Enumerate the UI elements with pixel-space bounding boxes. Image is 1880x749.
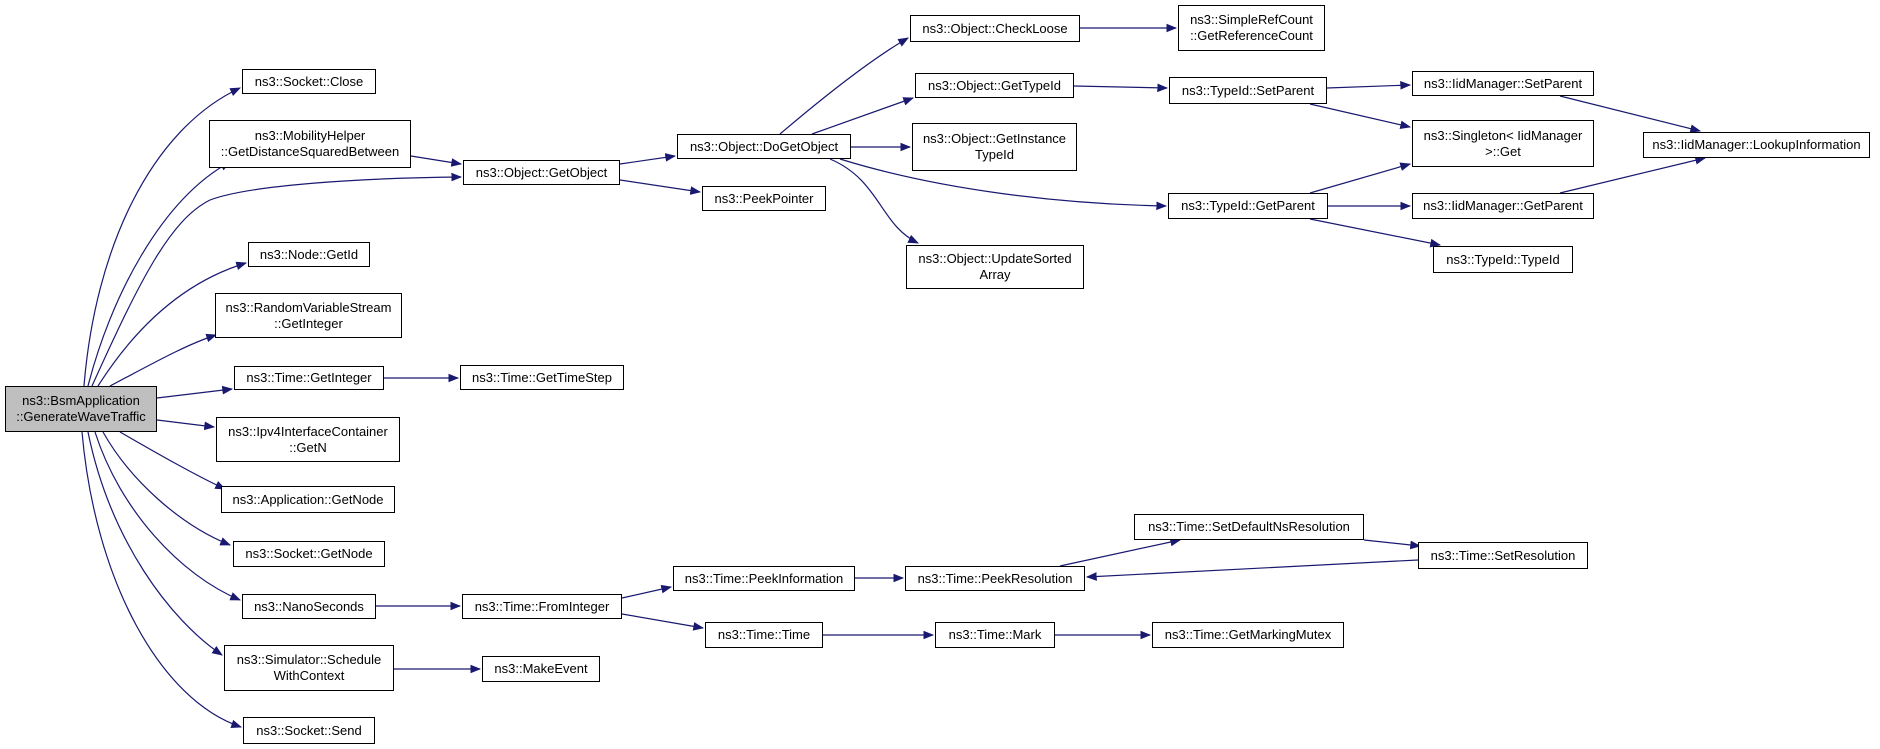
- edge-root-socket-send: [81, 431, 243, 729]
- edge-get-type-id-type-id-set-parent: [1073, 83, 1169, 93]
- node-time-get-marking-mutex[interactable]: ns3::Time::GetMarkingMutex: [1152, 622, 1344, 648]
- edge-mobility-get-object: [410, 155, 463, 167]
- edge-type-id-get-parent-type-id-type-id: [1309, 218, 1442, 248]
- node-singleton-iid-manager-get[interactable]: ns3::Singleton< IidManager>::Get: [1412, 120, 1594, 167]
- node-nano-seconds[interactable]: ns3::NanoSeconds: [242, 594, 376, 619]
- node-socket-send[interactable]: ns3::Socket::Send: [243, 717, 375, 744]
- node-ipv4-interface-container-get-n[interactable]: ns3::Ipv4InterfaceContainer::GetN: [216, 417, 400, 462]
- node-iid-manager-get-parent[interactable]: ns3::IidManager::GetParent: [1412, 193, 1594, 219]
- edge-type-id-set-parent-singleton-get: [1309, 103, 1412, 130]
- node-time-from-integer[interactable]: ns3::Time::FromInteger: [462, 594, 622, 619]
- edge-set-default-ns-set-resolution: [1363, 539, 1422, 550]
- edge-root-app-get-node: [119, 431, 226, 490]
- node-time-get-integer[interactable]: ns3::Time::GetInteger: [234, 366, 384, 390]
- node-time-time[interactable]: ns3::Time::Time: [705, 622, 823, 648]
- edge-set-resolution-peek-resolution: [1085, 559, 1419, 581]
- node-object-check-loose[interactable]: ns3::Object::CheckLoose: [910, 15, 1080, 42]
- edge-root-socket-get-node: [102, 431, 232, 546]
- edge-root-node-get-id: [97, 261, 248, 387]
- edge-from-integer-peek-information: [621, 584, 673, 599]
- edge-root-ipv4-get-n: [156, 419, 216, 431]
- node-random-variable-stream-get-integer[interactable]: ns3::RandomVariableStream::GetInteger: [215, 293, 402, 338]
- edge-do-get-object-update-sorted-array: [829, 158, 919, 244]
- node-time-peek-resolution[interactable]: ns3::Time::PeekResolution: [905, 566, 1085, 591]
- edge-root-schedule: [87, 431, 223, 656]
- node-application-get-node[interactable]: ns3::Application::GetNode: [221, 486, 395, 513]
- node-socket-close[interactable]: ns3::Socket::Close: [242, 69, 376, 94]
- edge-from-integer-time: [621, 613, 705, 631]
- edge-peek-resolution-set-default-ns: [1059, 537, 1182, 567]
- node-type-id-set-parent[interactable]: ns3::TypeId::SetParent: [1169, 77, 1327, 104]
- edge-do-get-object-get-type-id: [811, 97, 915, 135]
- edge-root-socket-close: [83, 87, 241, 387]
- edge-do-get-object-type-id-get-parent: [839, 158, 1168, 211]
- edge-root-mobility: [87, 161, 231, 387]
- node-node-get-id[interactable]: ns3::Node::GetId: [248, 242, 370, 267]
- node-object-get-type-id[interactable]: ns3::Object::GetTypeId: [915, 73, 1074, 98]
- node-object-do-get-object[interactable]: ns3::Object::DoGetObject: [677, 134, 851, 159]
- edge-get-object-peek-pointer: [619, 179, 702, 195]
- node-make-event[interactable]: ns3::MakeEvent: [482, 656, 600, 682]
- node-socket-get-node[interactable]: ns3::Socket::GetNode: [233, 541, 385, 567]
- edge-root-time-get-integer: [156, 385, 234, 399]
- edge-root-get-object: [91, 172, 463, 387]
- node-iid-manager-set-parent[interactable]: ns3::IidManager::SetParent: [1412, 71, 1594, 96]
- node-time-set-resolution[interactable]: ns3::Time::SetResolution: [1418, 542, 1588, 569]
- node-peek-pointer[interactable]: ns3::PeekPointer: [702, 186, 826, 211]
- node-time-set-default-ns-resolution[interactable]: ns3::Time::SetDefaultNsResolution: [1134, 514, 1364, 540]
- node-type-id-get-parent[interactable]: ns3::TypeId::GetParent: [1168, 193, 1328, 219]
- edge-do-get-object-check-loose: [779, 37, 909, 135]
- node-time-peek-information[interactable]: ns3::Time::PeekInformation: [673, 566, 855, 591]
- edge-root-rvs-get-integer: [109, 333, 218, 387]
- edge-type-id-get-parent-singleton-get: [1309, 162, 1412, 194]
- node-time-mark[interactable]: ns3::Time::Mark: [935, 622, 1055, 648]
- node-simple-ref-count-get-reference-count[interactable]: ns3::SimpleRefCount::GetReferenceCount: [1178, 5, 1325, 51]
- edge-iid-set-parent-lookup-information: [1559, 95, 1702, 133]
- node-time-get-time-step[interactable]: ns3::Time::GetTimeStep: [460, 365, 624, 390]
- node-iid-manager-lookup-information[interactable]: ns3::IidManager::LookupInformation: [1643, 132, 1870, 158]
- edge-get-object-do-get-object: [619, 153, 677, 165]
- node-type-id-type-id[interactable]: ns3::TypeId::TypeId: [1433, 246, 1573, 273]
- node-object-get-object[interactable]: ns3::Object::GetObject: [463, 160, 620, 185]
- edge-root-nano-seconds: [94, 431, 241, 601]
- edge-iid-get-parent-lookup-information: [1559, 156, 1707, 194]
- edge-type-id-set-parent-iid-set-parent: [1326, 81, 1412, 90]
- node-mobility-helper-get-distance-squared-between[interactable]: ns3::MobilityHelper::GetDistanceSquaredB…: [209, 120, 411, 168]
- node-bsm-application-generate-wave-traffic: ns3::BsmApplication::GenerateWaveTraffic: [5, 386, 157, 432]
